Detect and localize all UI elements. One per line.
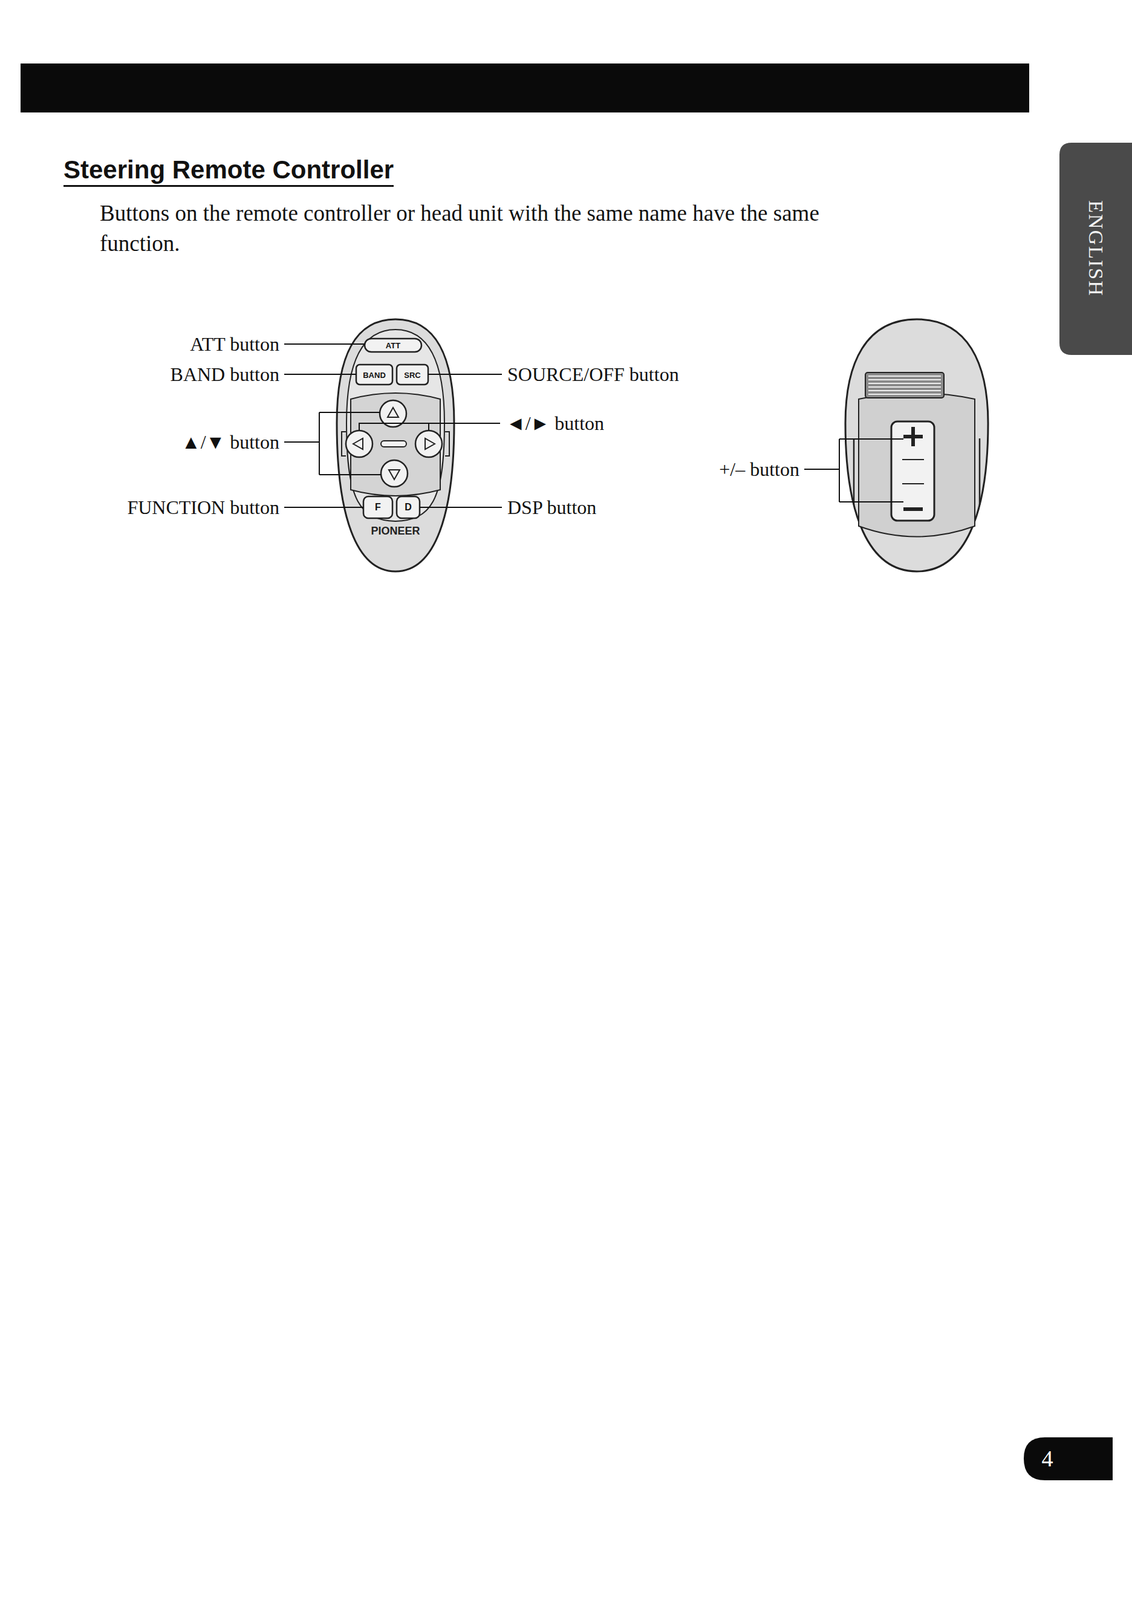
callout-label: DSP button	[507, 496, 597, 519]
button-legend: D	[404, 501, 412, 513]
steering-remote-back	[845, 319, 989, 572]
callout-label: ◄/► button	[506, 412, 605, 435]
language-tab-text: ENGLISH	[1084, 200, 1108, 297]
language-tab	[1059, 142, 1132, 355]
callout-label: ▲/▼ button	[181, 431, 280, 454]
page-number-tab	[1023, 1437, 1113, 1481]
callout-label: SOURCE/OFF button	[507, 363, 680, 386]
button-legend: ATT	[385, 341, 401, 351]
section-title: Steering Remote Controller	[63, 155, 394, 187]
button-legend: F	[374, 501, 381, 513]
steering-remote-front	[336, 319, 455, 572]
brand-logo: PIONEER	[370, 524, 420, 538]
page-number: 4	[1041, 1445, 1054, 1472]
callout-label: BAND button	[170, 363, 280, 386]
intro-note: Buttons on the remote controller or head…	[99, 198, 886, 260]
leader-lines	[284, 344, 904, 508]
header-bar	[20, 63, 1030, 113]
callout-label: FUNCTION button	[126, 496, 280, 519]
button-legend: BAND	[362, 370, 386, 380]
button-legend: SRC	[403, 370, 421, 380]
callout-label: +/– button	[718, 458, 800, 481]
callout-label: ATT button	[189, 333, 280, 356]
